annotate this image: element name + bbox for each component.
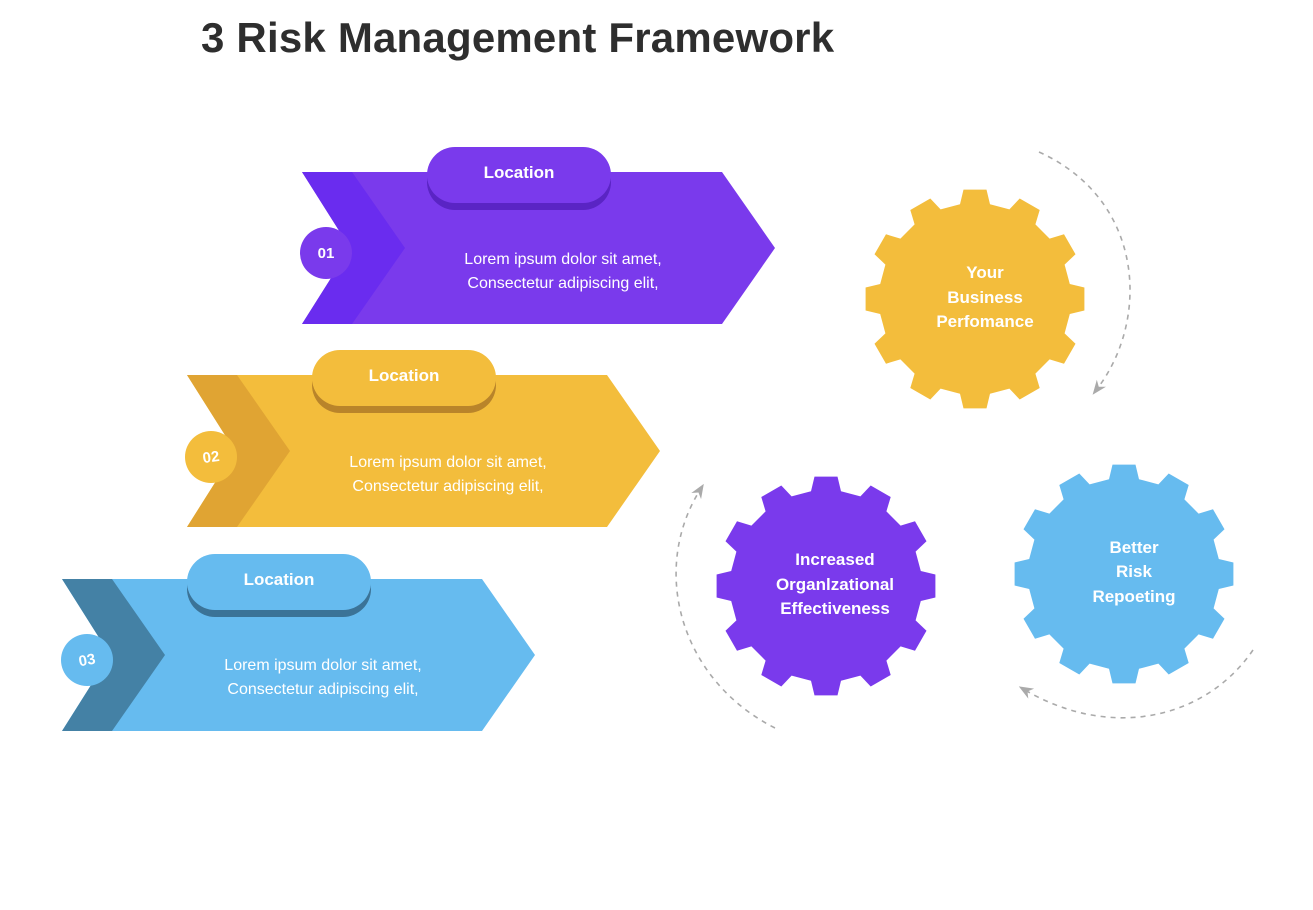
gear-1-line2: Business <box>947 288 1023 307</box>
step-2: Location 02 Lorem ipsum dolor sit amet, … <box>185 350 660 527</box>
step-3-label: Location <box>244 570 315 589</box>
step-3: Location 03 Lorem ipsum dolor sit amet, … <box>61 554 535 731</box>
curved-arrow-3 <box>675 483 776 729</box>
step-3-chevron <box>62 579 165 731</box>
gear-2-line3: Effectiveness <box>780 599 890 618</box>
step-3-label-pill <box>187 554 371 610</box>
gear-3-line2: Risk <box>1116 562 1152 581</box>
step-1-chevron <box>302 172 405 324</box>
gear-2-shape <box>716 476 936 696</box>
step-1-label-pill <box>427 147 611 203</box>
step-1-label: Location <box>484 163 555 182</box>
gear-2: Increased Organlzational Effectiveness <box>716 476 936 696</box>
gear-3-shape <box>1014 464 1234 684</box>
gear-3-line3: Repoeting <box>1092 587 1175 606</box>
step-2-number-badge <box>185 431 237 483</box>
step-2-description-line1: Lorem ipsum dolor sit amet, <box>349 454 546 471</box>
gear-1: Your Business Perfomance <box>865 189 1085 409</box>
curved-arrow-1 <box>1038 151 1131 395</box>
step-2-label-pill <box>312 350 496 406</box>
step-1-number-badge <box>300 227 352 279</box>
curved-arrow-2 <box>1018 649 1254 719</box>
step-3-description-line2: Consectetur adipiscing elit, <box>227 681 418 698</box>
step-3-description-line1: Lorem ipsum dolor sit amet, <box>224 657 421 674</box>
gear-2-line2: Organlzational <box>776 575 894 594</box>
step-3-number: 03 <box>77 651 96 671</box>
step-2-arrow <box>187 375 660 527</box>
gear-3-line1: Better <box>1109 538 1159 557</box>
step-3-number-badge <box>61 634 113 686</box>
gear-2-line1: Increased <box>795 550 874 569</box>
step-2-label: Location <box>369 366 440 385</box>
step-1-number: 01 <box>318 245 335 262</box>
step-1-arrow <box>302 172 775 324</box>
gear-1-line3: Perfomance <box>936 312 1033 331</box>
gear-1-shape <box>865 189 1085 409</box>
step-1-description-line2: Consectetur adipiscing elit, <box>467 275 658 292</box>
step-2-description-line2: Consectetur adipiscing elit, <box>352 478 543 495</box>
step-3-arrow <box>62 579 535 731</box>
step-1: Location 01 Lorem ipsum dolor sit amet, … <box>300 147 775 324</box>
page-title: 3 Risk Management Framework <box>201 14 835 61</box>
step-2-chevron <box>187 375 290 527</box>
gear-1-line1: Your <box>966 263 1004 282</box>
step-2-number: 02 <box>202 448 221 467</box>
gear-3: Better Risk Repoeting <box>1014 464 1234 684</box>
step-1-description-line1: Lorem ipsum dolor sit amet, <box>464 251 661 268</box>
